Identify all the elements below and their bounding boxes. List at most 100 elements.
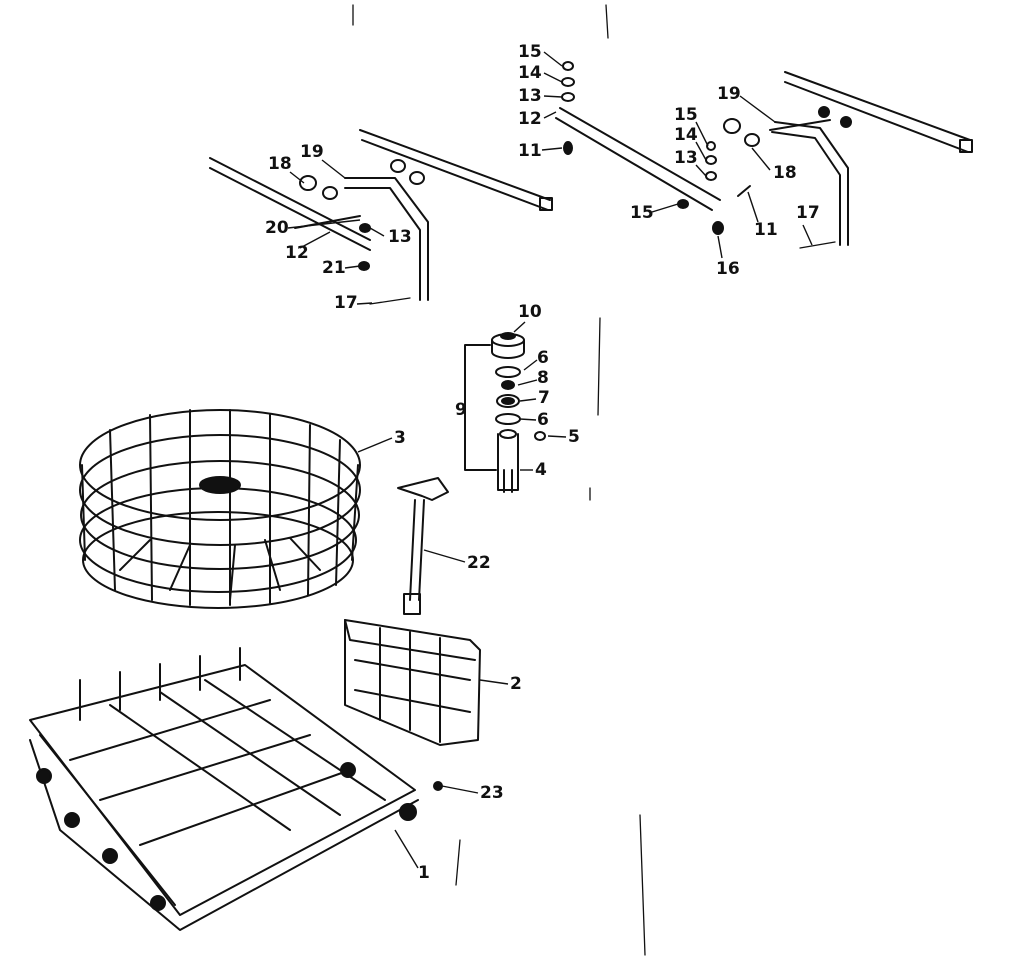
right-rack-rail [784, 71, 973, 153]
callout-label: 18 [773, 163, 797, 183]
callout-leader [289, 171, 305, 184]
callout-leader [423, 549, 466, 563]
callout-leader [357, 437, 393, 453]
center-track-bar [555, 61, 751, 235]
callout-19: 19 [300, 142, 346, 179]
callout-leader [369, 227, 385, 237]
callout-11: 11 [518, 141, 563, 161]
callout-leader [543, 111, 557, 119]
callout-leader [299, 231, 331, 249]
left-adjuster-arm [294, 159, 429, 305]
callout-label: 12 [518, 109, 542, 129]
callout-leader [344, 265, 361, 269]
callout-leader [519, 418, 537, 421]
round-basket [79, 409, 361, 609]
callout-label: 13 [388, 227, 412, 247]
callout-label: 6 [537, 348, 549, 368]
callout-leader [541, 147, 563, 151]
right-adjuster-arm [723, 106, 852, 249]
callout-label: 15 [674, 105, 698, 125]
callout-19: 19 [717, 84, 776, 123]
screw-23 [433, 781, 443, 791]
callout-label: 5 [568, 427, 580, 447]
callout-11: 11 [747, 191, 778, 240]
callout-14: 14 [674, 125, 707, 161]
callout-leader [287, 219, 361, 229]
spray-bearing-stack [464, 332, 546, 493]
callout-leader [751, 147, 771, 171]
lower-rack [29, 647, 419, 931]
callout-label: 17 [334, 293, 358, 313]
callout-leader [747, 191, 759, 223]
callout-label: 13 [674, 148, 698, 168]
callout-23: 23 [441, 783, 504, 803]
callout-13: 13 [518, 86, 563, 106]
callout-17: 17 [334, 293, 373, 313]
callout-leader [543, 95, 563, 98]
callout-leader [356, 302, 373, 305]
callout-21: 21 [322, 258, 361, 278]
callout-label: 13 [518, 86, 542, 106]
callout-label: 15 [630, 203, 654, 223]
callout-label: 8 [537, 368, 549, 388]
callout-leader [517, 379, 538, 386]
callout-8: 8 [517, 368, 549, 388]
callout-label: 10 [518, 302, 542, 322]
callout-label: 6 [537, 410, 549, 430]
callout-leader [543, 72, 563, 83]
callout-leader [321, 159, 346, 179]
callout-6: 6 [523, 348, 549, 371]
silverware-basket [344, 619, 481, 746]
callout-1: 1 [394, 829, 430, 883]
callout-18: 18 [751, 147, 797, 183]
left-rack-rail [209, 129, 553, 251]
callout-label: 9 [455, 400, 467, 420]
callout-leader [802, 224, 813, 246]
callout-label: 20 [265, 218, 289, 238]
callout-leader [717, 235, 723, 259]
callout-label: 16 [716, 259, 740, 279]
callout-7: 7 [519, 388, 550, 408]
callout-6: 6 [519, 410, 549, 430]
callout-label: 22 [467, 553, 491, 573]
callout-label: 11 [518, 141, 542, 161]
scan-marks [352, 4, 646, 956]
callout-leader [513, 321, 526, 333]
callout-15: 15 [630, 203, 679, 223]
callout-label: 14 [674, 125, 698, 145]
callout-leader [519, 398, 537, 402]
callout-label: 19 [300, 142, 324, 162]
callout-20: 20 [265, 218, 361, 238]
callout-13: 13 [674, 148, 707, 177]
callout-14: 14 [518, 63, 563, 83]
callout-label: 12 [285, 243, 309, 263]
callout-label: 18 [268, 154, 292, 174]
callout-2: 2 [479, 674, 522, 694]
callout-label: 23 [480, 783, 504, 803]
callout-12: 12 [518, 109, 557, 129]
callout-13: 13 [369, 227, 412, 247]
callout-16: 16 [716, 235, 740, 279]
callout-10: 10 [513, 302, 542, 333]
callout-label: 19 [717, 84, 741, 104]
callout-leader [695, 164, 707, 177]
basket-handle [397, 477, 449, 615]
callout-leader [695, 121, 709, 147]
callout-label: 7 [538, 388, 550, 408]
callout-3: 3 [357, 428, 406, 453]
callout-leader [651, 203, 679, 213]
callout-label: 4 [535, 460, 547, 480]
callout-label: 14 [518, 63, 542, 83]
callout-22: 22 [423, 549, 491, 573]
callout-leader [739, 95, 776, 123]
callout-17: 17 [796, 203, 820, 246]
callout-leader [547, 435, 567, 438]
callout-18: 18 [268, 154, 305, 184]
callout-label: 15 [518, 42, 542, 62]
callout-label: 11 [754, 220, 778, 240]
callout-15: 15 [518, 42, 563, 67]
callout-leader [695, 141, 707, 161]
callout-12: 12 [285, 231, 331, 263]
